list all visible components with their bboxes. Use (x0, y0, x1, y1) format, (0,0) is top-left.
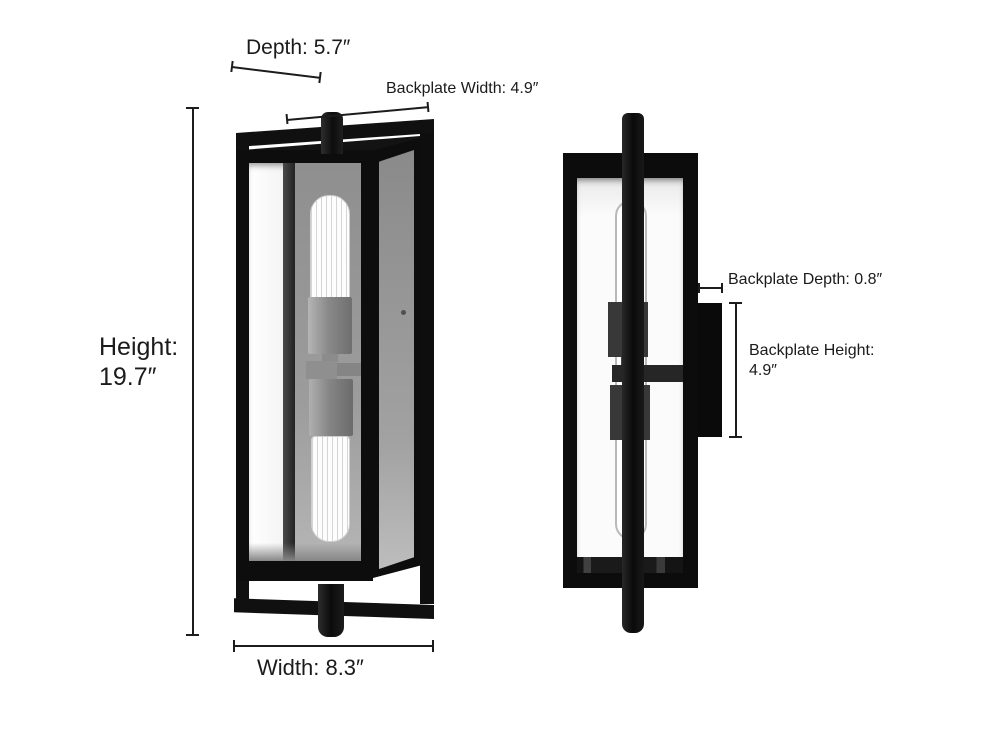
width-dimension-line (234, 645, 433, 647)
backplate-height-label: Backplate Height: 4.9″ (749, 341, 874, 381)
backplate-height-tick-top (729, 302, 742, 304)
outer-frame-right-bar (420, 121, 434, 604)
screw-icon (401, 310, 406, 315)
depth-tick-right (318, 71, 322, 84)
backplate-width-label: Backplate Width: 4.9″ (386, 80, 539, 97)
backplate (698, 303, 722, 437)
backplate-width-tick-left (285, 113, 289, 125)
upper-socket (308, 297, 352, 354)
lower-socket (309, 379, 353, 436)
depth-dimension-line (231, 66, 321, 79)
height-dimension-line (192, 108, 194, 635)
side-front-rail (622, 113, 644, 633)
backplate-depth-tick-left (698, 283, 700, 293)
mounting-arm (337, 363, 361, 376)
backplate-width-dimension-line (286, 106, 429, 121)
backplate-height-dimension-line (735, 303, 737, 438)
height-label-line2: 19.7″ (99, 363, 157, 391)
width-tick-left (233, 640, 235, 652)
bottom-post-finial (318, 584, 344, 637)
upper-bulb-icon (310, 195, 350, 301)
lantern-side-glass (379, 150, 414, 569)
center-bracket (306, 361, 337, 379)
backplate-height-label-line1: Backplate Height: (749, 342, 875, 359)
backplate-depth-label: Backplate Depth: 0.8″ (728, 271, 883, 288)
height-label-line1: Height: (99, 333, 179, 361)
backplate-depth-dimension-line (699, 287, 723, 289)
backplate-height-tick-bottom (729, 436, 742, 438)
depth-label: Depth: 5.7″ (246, 36, 351, 59)
height-tick-top (186, 107, 199, 109)
lantern-back-corner-post (283, 163, 295, 561)
lantern-floor-shade (249, 543, 361, 561)
top-post-finial (321, 112, 343, 154)
width-tick-right (432, 640, 434, 652)
backplate-depth-tick-right (721, 283, 723, 293)
height-tick-bottom (186, 634, 199, 636)
width-label: Width: 8.3″ (257, 655, 364, 680)
lower-bulb-icon (311, 436, 350, 542)
backplate-width-tick-right (426, 101, 430, 113)
socket-coupler (322, 354, 338, 362)
lantern-front-glass (249, 163, 361, 561)
height-label: Height: 19.7″ (99, 332, 178, 392)
backplate-height-label-line2: 4.9″ (749, 362, 777, 379)
